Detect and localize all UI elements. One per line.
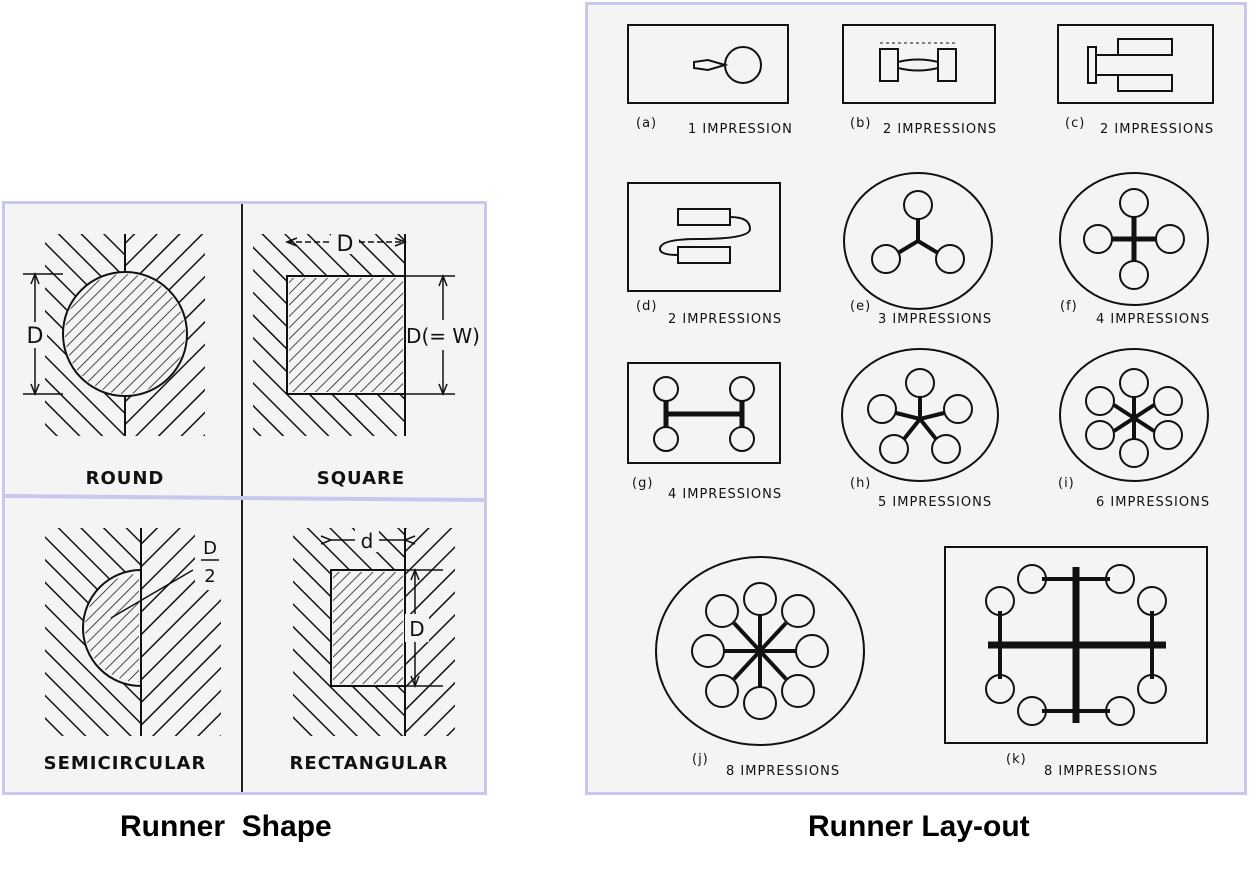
layout-k-figure [944, 546, 1208, 744]
layout-k-letter: (k) [1006, 752, 1027, 767]
layout-a-figure [627, 24, 789, 104]
layout-g-text: 4 IMPRESSIONS [668, 487, 782, 502]
layout-h-text: 5 IMPRESSIONS [878, 495, 992, 510]
rectangular-dim-top: d [361, 529, 374, 553]
runner-shape-panel: D ROUND D D(= W) SQUARE [2, 201, 487, 795]
runner-layout-caption: Runner Lay-out [808, 810, 1030, 843]
layout-d-text: 2 IMPRESSIONS [668, 312, 782, 327]
layout-i-text: 6 IMPRESSIONS [1096, 495, 1210, 510]
layout-g-figure [627, 362, 781, 464]
layout-c-letter: (c) [1065, 116, 1085, 131]
layout-g-letter: (g) [632, 476, 653, 491]
rectangular-runner-figure: d D [293, 526, 455, 736]
square-runner-figure: D D(= W) [253, 230, 481, 436]
semicircular-dim-num: D [203, 538, 217, 559]
rectangular-label: RECTANGULAR [290, 753, 449, 774]
layout-j-letter: (j) [692, 752, 709, 767]
layout-a-text: 1 IMPRESSION [688, 122, 793, 137]
layout-c-text: 2 IMPRESSIONS [1100, 122, 1214, 137]
layout-k-text: 8 IMPRESSIONS [1044, 764, 1158, 779]
runner-shape-diagram: D ROUND D D(= W) SQUARE [5, 204, 484, 792]
layout-f-text: 4 IMPRESSIONS [1096, 312, 1210, 327]
layout-b-figure [842, 24, 996, 104]
layout-f-figure [1059, 172, 1209, 306]
layout-h-figure [841, 348, 999, 482]
square-dim-side: D(= W) [406, 324, 480, 348]
layout-e-figure [843, 172, 993, 310]
layout-i-figure [1059, 348, 1209, 482]
round-dim-label: D [27, 324, 44, 349]
layout-b-text: 2 IMPRESSIONS [883, 122, 997, 137]
semicircular-label: SEMICIRCULAR [44, 753, 207, 774]
layout-b-letter: (b) [850, 116, 871, 131]
layout-j-text: 8 IMPRESSIONS [726, 764, 840, 779]
round-label: ROUND [86, 468, 165, 489]
runner-layout-diagram: (a) 1 IMPRESSION (b) 2 IMPRESSIONS (c) 2… [627, 24, 1214, 779]
layout-h-letter: (h) [850, 476, 871, 491]
square-dim-top: D [337, 232, 354, 257]
layout-c-figure [1057, 24, 1214, 104]
layout-a-letter: (a) [636, 116, 657, 131]
layout-d-figure [627, 182, 781, 292]
layout-d-letter: (d) [636, 299, 657, 314]
semicircular-runner-figure: D 2 [45, 528, 225, 736]
layout-f-letter: (f) [1060, 299, 1078, 314]
rectangular-dim-side: D [409, 617, 424, 641]
runner-shape-caption: Runner Shape [120, 810, 332, 843]
layout-j-figure [655, 556, 865, 746]
runner-layout-panel: (a) 1 IMPRESSION (b) 2 IMPRESSIONS (c) 2… [585, 2, 1247, 795]
round-runner-figure: D [23, 234, 205, 436]
layout-e-letter: (e) [850, 299, 871, 314]
square-label: SQUARE [317, 468, 405, 489]
layout-e-text: 3 IMPRESSIONS [878, 312, 992, 327]
semicircular-dim-den: 2 [204, 566, 215, 587]
layout-i-letter: (i) [1058, 476, 1075, 491]
